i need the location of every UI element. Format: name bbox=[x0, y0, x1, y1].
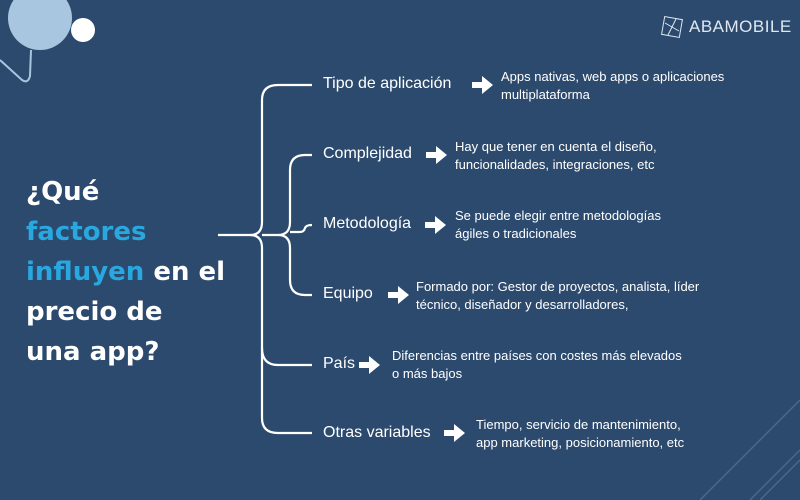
decor-circle-small bbox=[71, 18, 95, 42]
arrow-icon bbox=[425, 216, 446, 234]
logo: ABAMOBILE bbox=[660, 15, 792, 39]
factor-description: Formado por: Gestor de proyectos, analis… bbox=[416, 279, 700, 312]
arrow-icon bbox=[359, 356, 380, 374]
factor-label: Complejidad bbox=[323, 145, 412, 162]
title-highlight: influyen bbox=[26, 257, 145, 287]
arrow-icon bbox=[388, 286, 409, 304]
decor-circle-large bbox=[8, 0, 72, 50]
arrow-icon bbox=[444, 424, 465, 442]
factor-label: Otras variables bbox=[323, 424, 431, 441]
decor-line bbox=[0, 49, 32, 83]
arrows bbox=[359, 76, 493, 442]
factor-label: Tipo de aplicación bbox=[323, 75, 452, 92]
factor-description: Diferencias entre países con costes más … bbox=[392, 348, 682, 381]
branch-lines bbox=[218, 83, 313, 435]
title-highlight: factores bbox=[26, 217, 147, 247]
logo-text: ABAMOBILE bbox=[689, 17, 792, 36]
arrow-icon bbox=[472, 76, 493, 94]
decor-line-bottom bbox=[699, 399, 800, 500]
factor-description: Hay que tener en cuenta el diseño,funcio… bbox=[455, 139, 657, 172]
factor-label: País bbox=[323, 355, 356, 372]
factor-label: Metodología bbox=[323, 215, 412, 232]
factor-description: Tiempo, servicio de mantenimiento,app ma… bbox=[476, 417, 685, 450]
factor-label: Equipo bbox=[323, 285, 373, 302]
arrow-icon bbox=[426, 146, 447, 164]
logo-icon bbox=[660, 15, 684, 39]
